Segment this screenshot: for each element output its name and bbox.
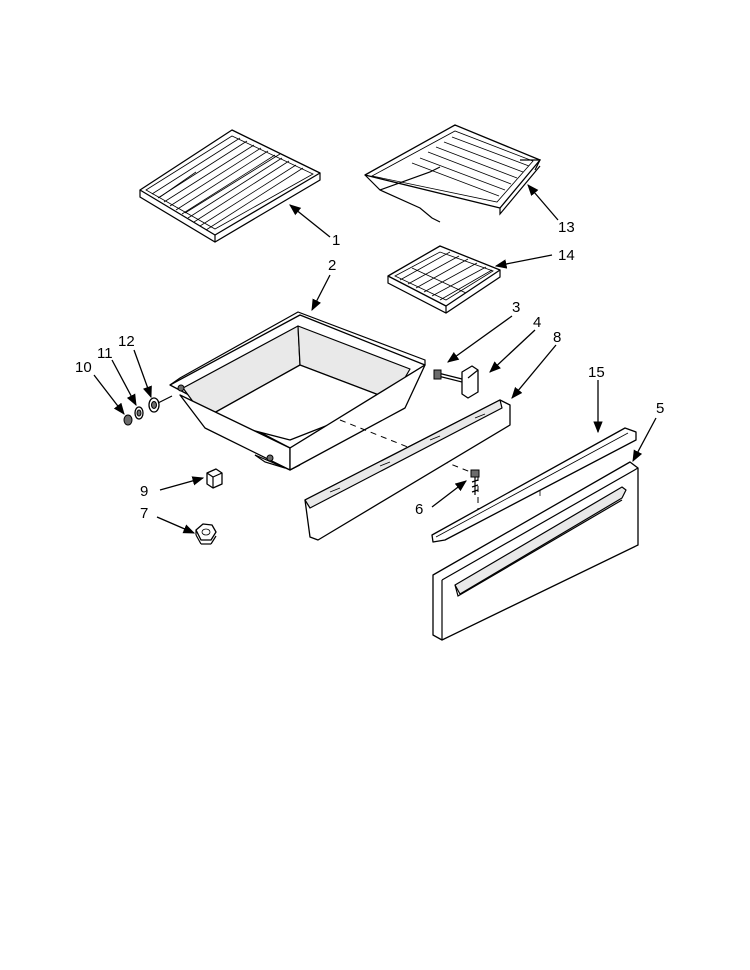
block-part-9 bbox=[206, 468, 223, 489]
leveling-hardware-parts-10-12 bbox=[123, 395, 173, 426]
bolt-part-6 bbox=[470, 469, 480, 495]
callout-10: 10 bbox=[75, 359, 92, 376]
screw-part-3 bbox=[433, 369, 467, 384]
roasting-rack-part-13 bbox=[364, 124, 541, 223]
hex-nut-part-7 bbox=[195, 523, 217, 545]
drawer-front-panel-part-8 bbox=[304, 399, 511, 541]
callout-1: 1 bbox=[332, 232, 340, 249]
drawer-door-part-5 bbox=[432, 461, 639, 641]
callout-13: 13 bbox=[558, 219, 575, 236]
callout-15: 15 bbox=[588, 364, 605, 381]
trim-strip-part-15 bbox=[431, 427, 637, 543]
alignment-line bbox=[339, 419, 479, 476]
callout-11: 11 bbox=[97, 345, 113, 362]
callout-6: 6 bbox=[415, 501, 423, 518]
callout-8: 8 bbox=[553, 329, 561, 346]
callout-4: 4 bbox=[533, 314, 541, 331]
callout-2: 2 bbox=[328, 257, 336, 274]
callout-7: 7 bbox=[140, 505, 148, 522]
small-rack-part-14 bbox=[387, 245, 501, 314]
callout-9: 9 bbox=[140, 483, 148, 500]
callout-3: 3 bbox=[512, 299, 520, 316]
oven-rack-part-1 bbox=[139, 129, 321, 243]
bracket-part-4 bbox=[461, 365, 479, 399]
drawer-pan-part-2 bbox=[169, 311, 426, 471]
callout-5: 5 bbox=[656, 400, 664, 417]
callout-14: 14 bbox=[558, 247, 575, 264]
leader-lines bbox=[93, 184, 657, 534]
callout-12: 12 bbox=[118, 333, 135, 350]
